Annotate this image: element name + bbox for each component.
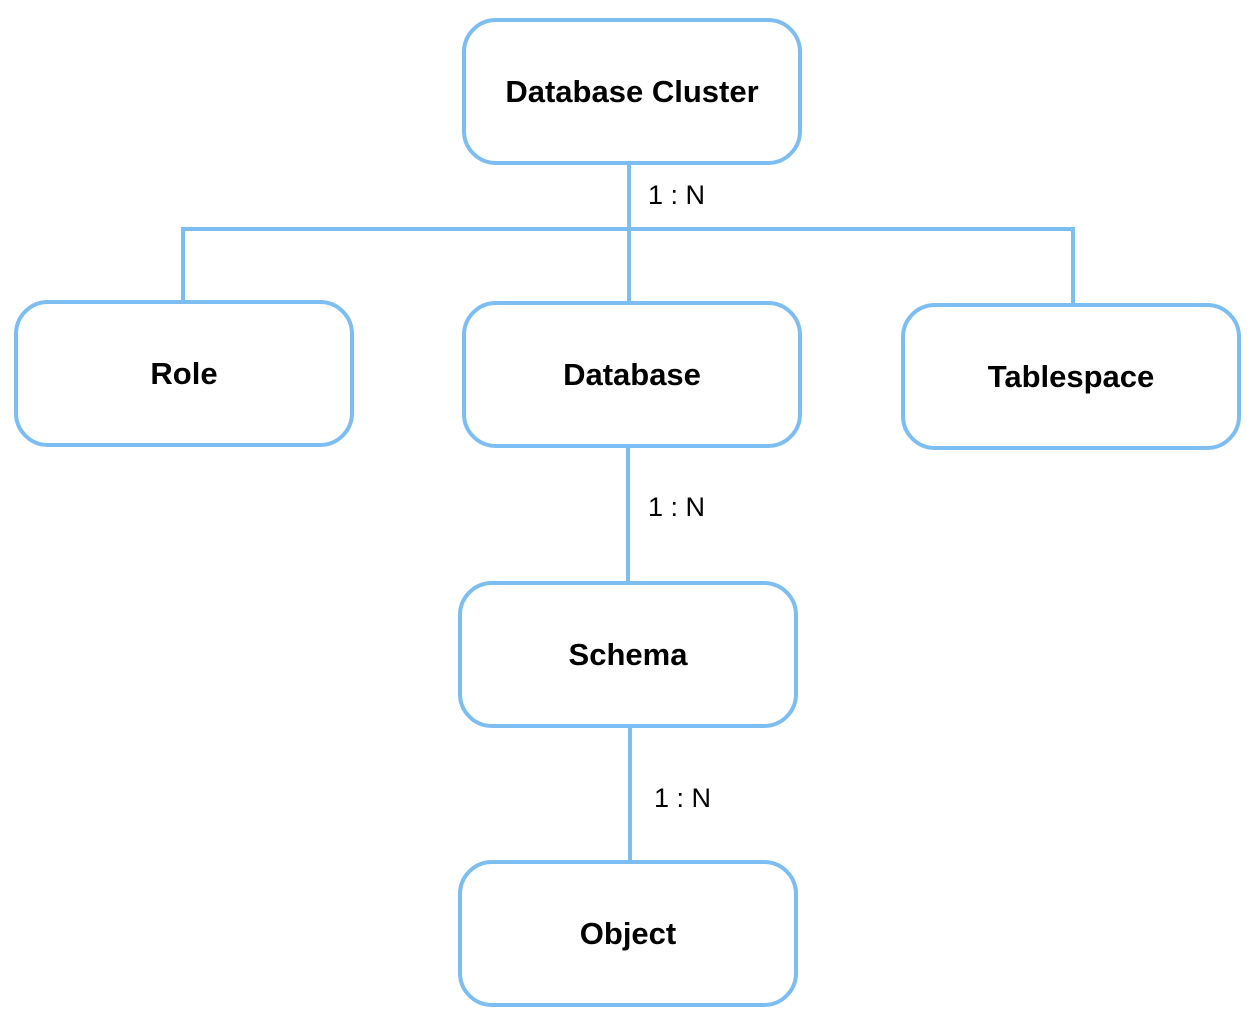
node-label: Database Cluster xyxy=(505,73,759,109)
node-object: Object xyxy=(458,860,798,1007)
connector-cluster-trunk xyxy=(627,162,631,302)
connector-schema-object xyxy=(628,726,632,862)
node-label: Database xyxy=(563,356,701,392)
node-role: Role xyxy=(14,300,354,447)
node-label: Schema xyxy=(568,636,688,672)
relation-label-database-schema: 1 : N xyxy=(648,492,706,522)
node-label: Role xyxy=(150,355,218,391)
node-tablespace: Tablespace xyxy=(901,303,1241,450)
connector-to-role xyxy=(181,227,185,303)
node-label: Tablespace xyxy=(987,358,1155,394)
connector-database-schema xyxy=(626,446,630,582)
connector-horizontal-bar xyxy=(181,227,1075,231)
connector-to-tablespace xyxy=(1071,227,1075,305)
node-schema: Schema xyxy=(458,581,798,728)
node-database: Database xyxy=(462,301,802,448)
node-label: Object xyxy=(579,915,677,951)
node-database-cluster: Database Cluster xyxy=(462,18,802,165)
relation-label-schema-object: 1 : N xyxy=(654,783,712,813)
relation-label-cluster: 1 : N xyxy=(648,180,706,210)
